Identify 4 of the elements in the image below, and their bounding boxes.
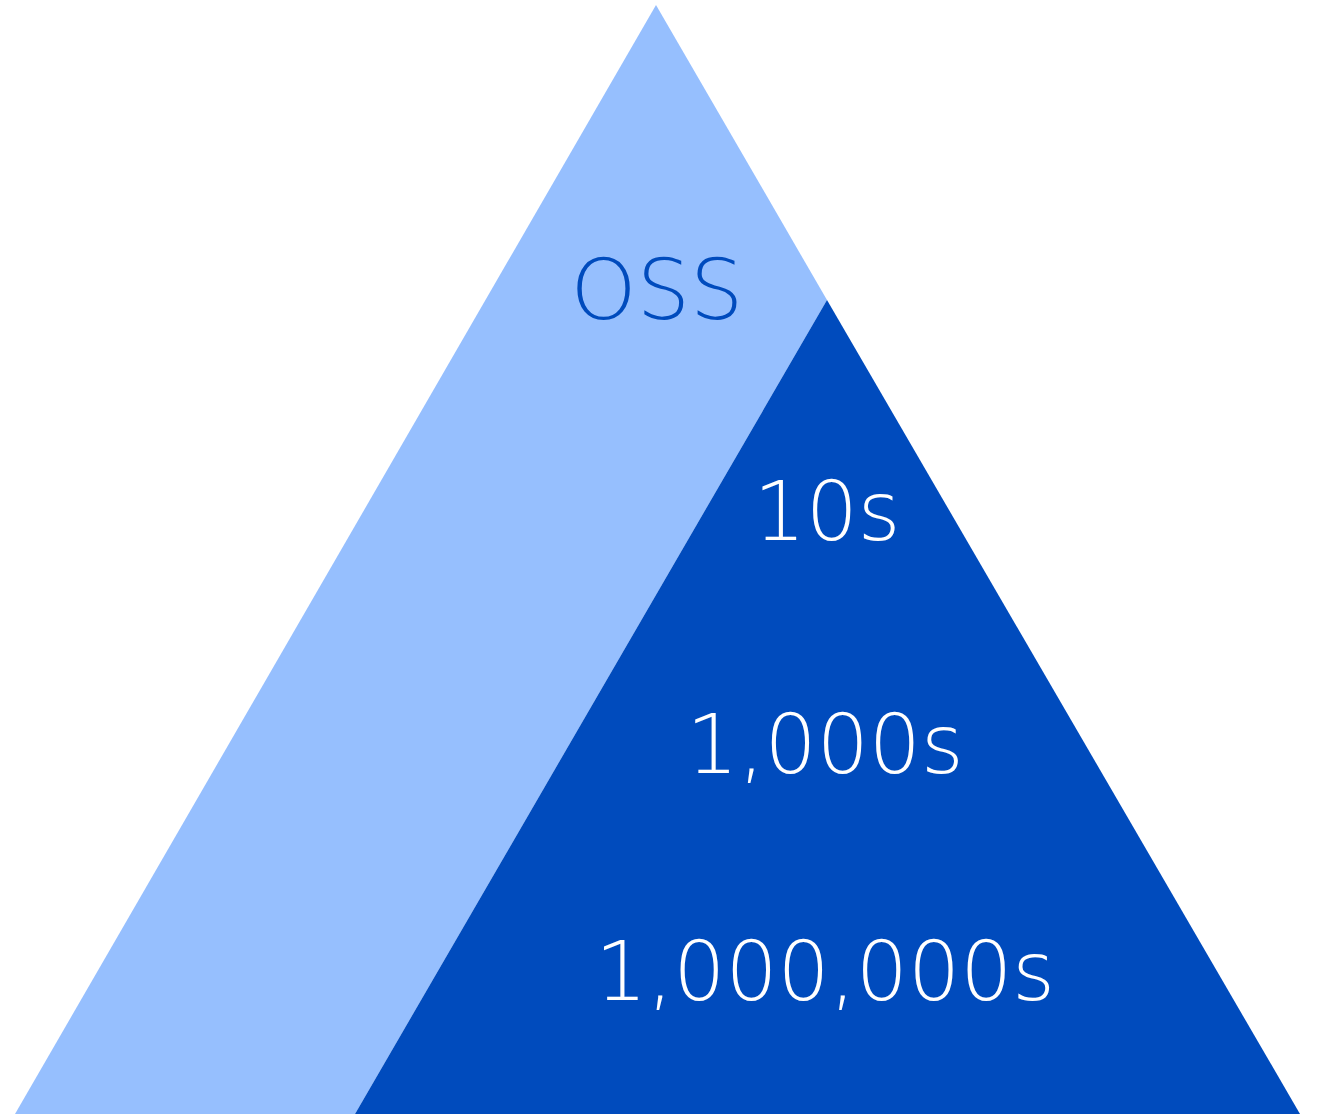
count-label: 10s <box>753 471 901 553</box>
count-label: 1,000,000s <box>594 931 1056 1013</box>
count-label: 1,000s <box>686 704 964 786</box>
tier-label: OSS <box>570 248 744 332</box>
